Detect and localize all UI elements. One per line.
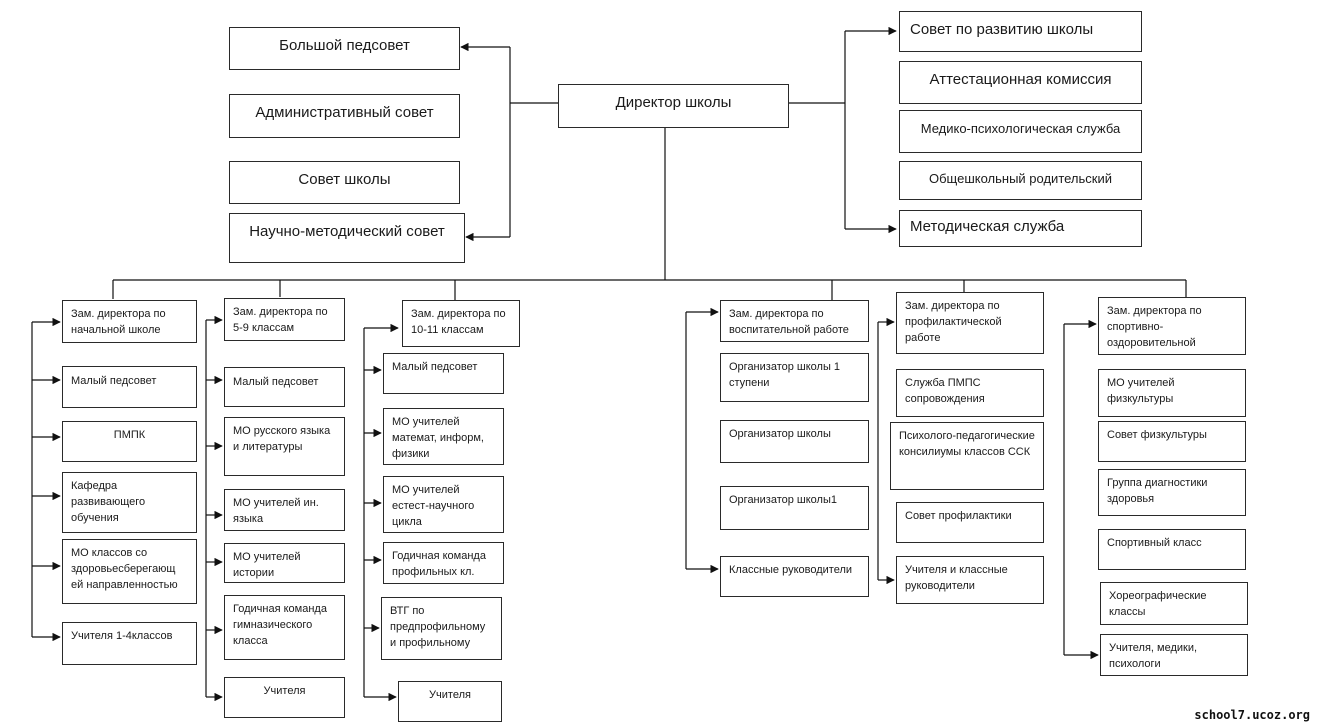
col6-item-health-diagnostics: Группа диагностики здоровья xyxy=(1098,469,1246,516)
council-administrative: Административный совет xyxy=(229,94,460,138)
council-large-pedsovet: Большой педсовет xyxy=(229,27,460,70)
col5-item-pmps-service: Служба ПМПС сопровождения xyxy=(896,369,1044,417)
col3-item-vtg: ВТГ по предпрофильному и профильному xyxy=(381,597,502,660)
service-medical-psych: Медико-психологическая служба xyxy=(899,110,1142,153)
deputy-prevention: Зам. директора по профилактической работ… xyxy=(896,292,1044,354)
col3-item-math-mo: МО учителей математ, информ, физики xyxy=(383,408,504,465)
col2-item-foreign-lang-mo: МО учителей ин. языка xyxy=(224,489,345,531)
deputy-primary: Зам. директора по начальной школе xyxy=(62,300,197,343)
col6-item-pe-council: Совет физкультуры xyxy=(1098,421,1246,462)
council-school: Совет школы xyxy=(229,161,460,204)
col6-item-teachers-medics: Учителя, медики, психологи xyxy=(1100,634,1248,676)
col2-item-russian-mo: МО русского языка и литературы xyxy=(224,417,345,476)
col6-item-pe-mo: МО учителей физкультуры xyxy=(1098,369,1246,417)
council-attestation: Аттестационная комиссия xyxy=(899,61,1142,104)
col3-item-teachers: Учителя xyxy=(398,681,502,722)
council-school-development: Совет по развитию школы xyxy=(899,11,1142,52)
col3-item-small-pedsovet: Малый педсовет xyxy=(383,353,504,394)
col5-item-consiliums: Психолого-педагогические консилиумы клас… xyxy=(890,422,1044,490)
deputy-upbringing: Зам. директора по воспитательной работе xyxy=(720,300,869,342)
col1-item-small-pedsovet: Малый педсовет xyxy=(62,366,197,408)
col4-item-organizer-stage1: Организатор школы 1 ступени xyxy=(720,353,869,402)
deputy-grades-10-11: Зам. директора по 10-11 классам xyxy=(402,300,520,347)
council-scientific-methodical: Научно-методический совет xyxy=(229,213,465,263)
col1-item-health-classes: МО классов со здоровьесберегающ ей напра… xyxy=(62,539,197,604)
deputy-grades-5-9: Зам. директора по 5-9 классам xyxy=(224,298,345,341)
col1-item-pmpk: ПМПК xyxy=(62,421,197,462)
col2-item-history-mo: МО учителей истории xyxy=(224,543,345,583)
col5-item-teachers-class: Учителя и классные руководители xyxy=(896,556,1044,604)
service-methodical: Методическая служба xyxy=(899,210,1142,247)
col2-item-teachers: Учителя xyxy=(224,677,345,718)
col3-item-science-mo: МО учителей естест-научного цикла xyxy=(383,476,504,533)
col1-item-teachers: Учителя 1-4классов xyxy=(62,622,197,665)
col4-item-organizer: Организатор школы xyxy=(720,420,869,463)
col1-item-developmental-dept: Кафедра развивающего обучения xyxy=(62,472,197,533)
col3-item-profile-team: Годичная команда профильных кл. xyxy=(383,542,504,584)
col6-item-sport-class: Спортивный класс xyxy=(1098,529,1246,570)
council-parents: Общешкольный родительский xyxy=(899,161,1142,200)
director-box: Директор школы xyxy=(558,84,789,128)
col2-item-gymnasium-team: Годичная команда гимназического класса xyxy=(224,595,345,660)
watermark: school7.ucoz.org xyxy=(1194,708,1310,722)
deputy-sport: Зам. директора по спортивно-оздоровитель… xyxy=(1098,297,1246,355)
col2-item-small-pedsovet: Малый педсовет xyxy=(224,367,345,407)
col6-item-choreography: Хореографические классы xyxy=(1100,582,1248,625)
col5-item-prevention-council: Совет профилактики xyxy=(896,502,1044,543)
col4-item-class-teachers: Классные руководители xyxy=(720,556,869,597)
col4-item-organizer-1: Организатор школы1 xyxy=(720,486,869,530)
